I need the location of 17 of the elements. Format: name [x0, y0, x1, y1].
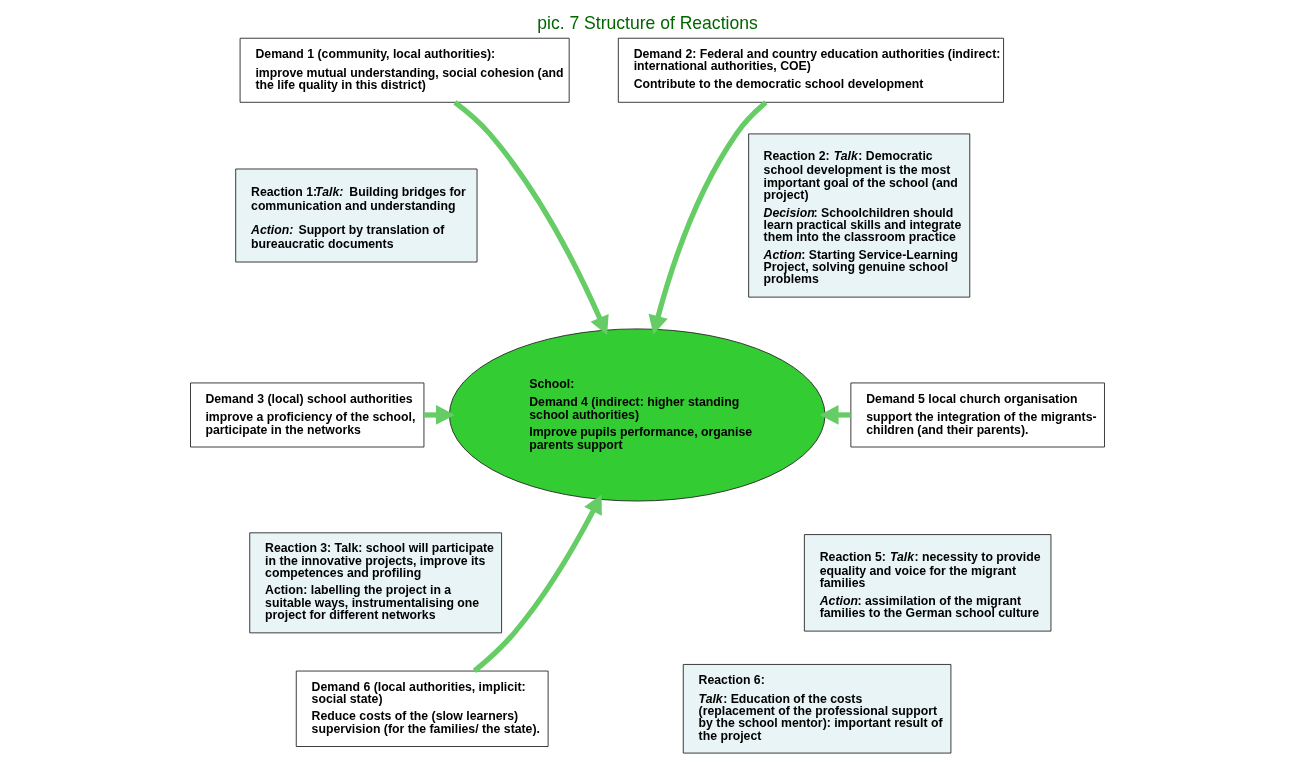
arrow	[472, 494, 602, 673]
arrow	[648, 100, 768, 335]
node-box: Reaction 5: Talk: necessity to provide equality and voice for the migrant families Action: assimilation of the migrant families to the German school culture	[803, 534, 1052, 632]
node-box: Reaction 1:Talk: Building bridges for communication and understanding Action: Support by translation of bureaucratic documents	[235, 168, 478, 263]
node-box: Reaction 2: Talk: Democratic school development is the most important goal of the school (and project) Decision: Schoolchildren should learn practical skills and integrate them into the classroom practice Action: Starting Service-Learning Project, solving genuine school problems	[748, 133, 971, 298]
node-box: Demand 6 (local authorities, implicit: social state) Reduce costs of the (slow learners) supervision (for the families/ the state).	[295, 670, 549, 747]
arrow	[819, 405, 851, 425]
node-box: Demand 5 local church organisation support the integration of the migrants-children (and their parents).	[850, 382, 1105, 448]
node-box: Demand 3 (local) school authorities improve a proficiency of the school, participate in the networks	[190, 382, 425, 448]
arrow	[453, 100, 609, 336]
node-box: Reaction 6: Talk: Education of the costs (replacement of the professional support by the school mentor): important result of the project	[682, 664, 952, 754]
diagram-title: pic. 7 Structure of Reactions	[537, 13, 758, 34]
arrow	[424, 405, 455, 425]
node-ellipse: School: Demand 4 (indirect: higher standing school authorities) Improve pupils performance, organise parents support	[448, 328, 826, 502]
node-box: Demand 2: Federal and country education authorities (indirect: international authorities, COE) Contribute to the democratic school development	[617, 37, 1004, 103]
node-box: Reaction 3: Talk: school will participate in the innovative projects, improve its competences and profiling Action: labelling the project in a suitable ways, instrumentalising one project for different networks	[249, 532, 503, 634]
node-box: Demand 1 (community, local authorities): improve mutual understanding, social cohesion (and the life quality in this district)	[239, 37, 570, 103]
